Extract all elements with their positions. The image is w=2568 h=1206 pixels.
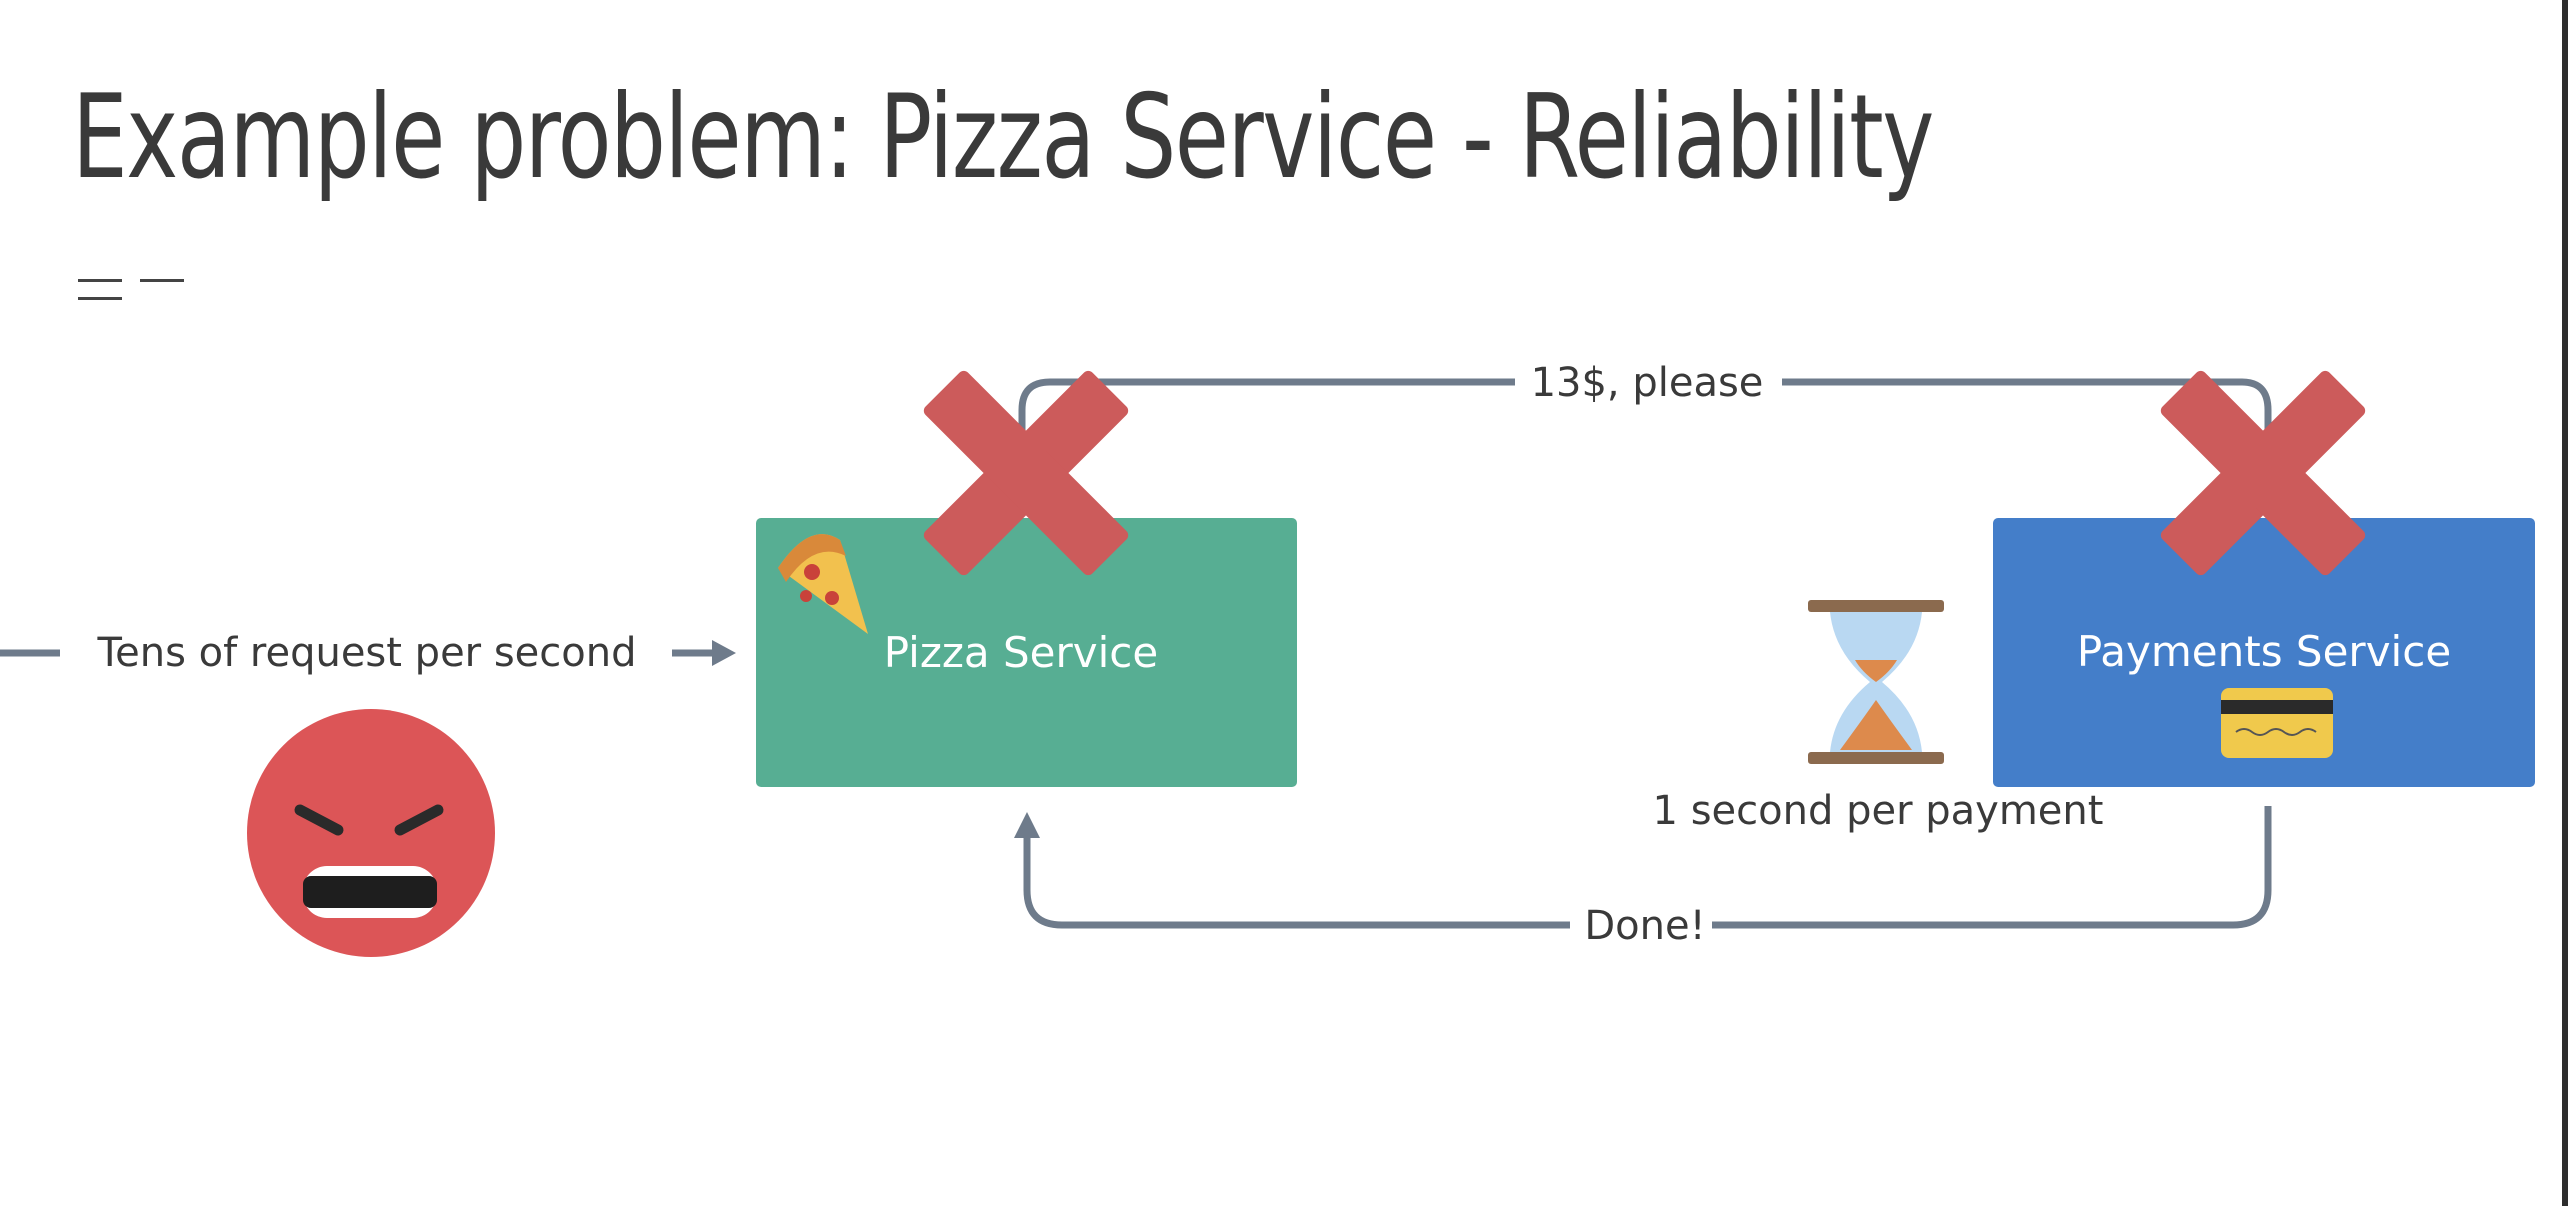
payment-request-connector [1018,378,2272,440]
angry-face-icon [247,709,495,957]
payments-service-label: Payments Service [2077,627,2451,676]
payment-response-connector [1014,806,2272,929]
pizza-service-box [756,518,1297,787]
latency-label: 1 second per payment [1653,788,2104,834]
credit-card-icon [2221,688,2333,758]
slide-edge-divider [2562,0,2568,1206]
payment-response-label: Done! [1584,903,1705,949]
payments-service-box [1993,518,2535,787]
payment-request-label: 13$, please [1531,360,1764,406]
red-x-icon [2160,370,2366,576]
red-x-icon [923,370,1129,576]
incoming-requests-label: Tens of request per second [96,630,636,676]
pizza-slice-icon [778,534,868,634]
pizza-service-label: Pizza Service [884,628,1158,677]
title-underline [78,279,246,300]
incoming-requests-connector [0,640,736,666]
slide-title: Example problem: Pizza Service - Reliabi… [72,70,1934,205]
hourglass-icon [1808,600,1944,764]
